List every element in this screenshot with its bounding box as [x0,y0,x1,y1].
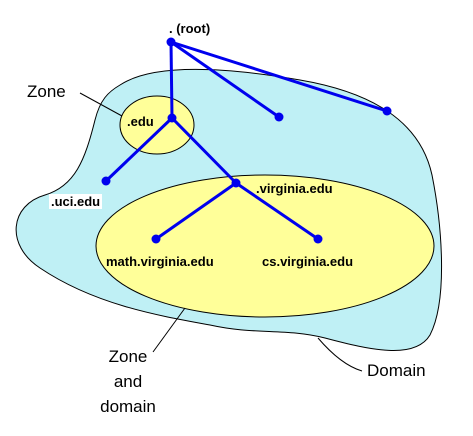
cs-label: cs.virginia.edu [262,254,354,269]
node-cs [313,234,323,244]
edge-virginia-math [155,181,237,241]
math-label: math.virginia.edu [106,254,214,269]
edge-root-child3 [170,40,388,113]
zone-annotation: Zone [27,82,66,101]
tree-edges [104,40,388,241]
edge-virginia-cs [235,181,319,241]
virginia-zone [95,174,435,318]
domain-callout-line [317,337,363,372]
node-math [151,234,161,244]
domain-annotation: Domain [367,361,426,380]
virginia-label: .virginia.edu [256,181,333,196]
node-virginia [231,178,241,188]
node-root-child3 [382,106,392,116]
uci-label: .uci.edu [49,194,103,209]
node-root-child2 [274,112,284,122]
edge-root-edu [169,41,174,119]
tree-nodes [101,37,392,244]
edge-edu-virginia [170,116,238,185]
node-edu [167,113,177,123]
zone-and-domain-callout-line [152,307,186,353]
zone-and-domain-line1: Zone [108,347,148,366]
node-root [166,37,176,47]
edu-zone [119,95,195,155]
root-label: . (root) [169,21,211,36]
edge-root-child2 [170,40,280,119]
zone-callout-line [79,92,123,117]
zone-and-domain-line3: domain [100,397,156,416]
edge-edu-uci [104,116,174,183]
zone-and-domain-line2: and [113,372,143,391]
edu-label: .edu [127,114,154,129]
node-uci [101,176,111,186]
